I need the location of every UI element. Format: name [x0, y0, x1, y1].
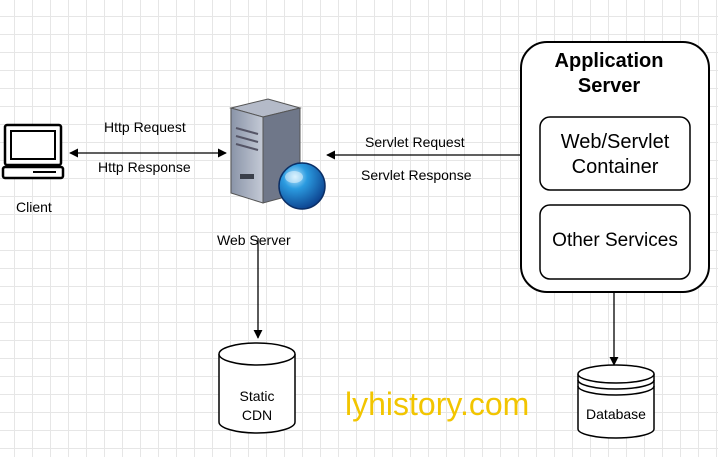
- servlet-request-label: Servlet Request: [365, 134, 465, 150]
- http-request-label: Http Request: [104, 119, 186, 135]
- static-cdn-label: Static CDN: [219, 387, 295, 425]
- database-cylinder: [577, 364, 655, 439]
- web-server-label: Web Server: [217, 232, 291, 248]
- other-services-box: [539, 204, 691, 280]
- globe-icon: [278, 162, 326, 210]
- application-server-title-line1: Application: [554, 50, 664, 72]
- servlet-container-label: Web/Servlet Container: [540, 130, 690, 180]
- static-cdn-line1: Static: [239, 388, 275, 404]
- database-label: Database: [586, 406, 646, 422]
- servlet-container-line1: Web/Servlet: [560, 131, 670, 153]
- application-server-title: Application Server: [521, 49, 697, 99]
- watermark-text: lyhistory.com: [345, 386, 530, 422]
- servlet-container-box: [539, 116, 691, 191]
- static-cdn-line2: CDN: [241, 407, 273, 423]
- servlet-container-line2: Container: [571, 156, 659, 178]
- http-response-label: Http Response: [98, 159, 191, 175]
- application-server-title-line2: Server: [577, 75, 641, 97]
- client-label: Client: [16, 199, 52, 215]
- client-computer-icon: [1, 123, 65, 180]
- static-cdn-cylinder: [218, 342, 296, 434]
- other-services-label: Other Services: [552, 230, 678, 251]
- servlet-response-label: Servlet Response: [361, 167, 472, 183]
